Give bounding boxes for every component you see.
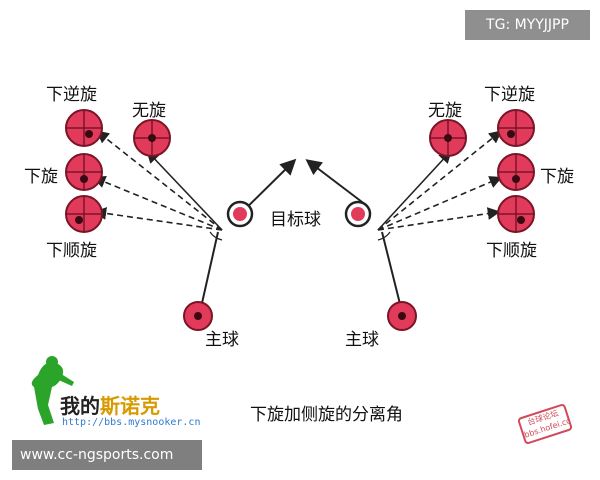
right-target-ball xyxy=(344,200,372,228)
right-side-path xyxy=(377,207,501,231)
left-none-ball xyxy=(133,119,171,157)
label-right-back: 下旋 xyxy=(540,167,574,187)
left-side-ball xyxy=(65,195,103,233)
diagram-caption: 下旋加侧旋的分离角 xyxy=(250,405,403,425)
logo-url: http://bbs.mysnooker.cn xyxy=(62,417,201,428)
left-topspin-ball xyxy=(65,109,103,147)
left-back-ball xyxy=(65,153,103,191)
right-target-path xyxy=(305,159,367,206)
right-topspin-path xyxy=(377,130,502,231)
right-contact-arc xyxy=(377,231,391,241)
right-side-ball xyxy=(497,195,535,233)
left-topspin-path xyxy=(95,130,223,231)
label-left-none: 无旋 xyxy=(132,101,166,121)
right-none-path xyxy=(377,150,452,231)
left-group: 下逆旋 无旋 下旋 下顺旋 主球 xyxy=(24,85,297,350)
logo-text-b: 斯诺克 xyxy=(100,394,160,418)
left-target-ball xyxy=(226,200,254,228)
right-group: 无旋 下逆旋 下旋 下顺旋 主球 xyxy=(305,85,574,350)
label-target: 目标球 xyxy=(270,210,321,230)
label-left-cue: 主球 xyxy=(205,330,239,350)
label-right-cue: 主球 xyxy=(345,330,379,350)
right-cue-ball xyxy=(387,301,417,331)
left-contact-arc xyxy=(209,231,223,241)
left-cue-ball xyxy=(183,301,213,331)
right-topspin-ball xyxy=(497,109,535,147)
right-none-ball xyxy=(429,119,467,157)
right-back-ball xyxy=(497,153,535,191)
right-cue-path xyxy=(381,231,403,313)
label-left-side: 下顺旋 xyxy=(46,241,97,261)
label-right-none: 无旋 xyxy=(428,101,462,121)
logo-text-a: 我的 xyxy=(60,394,100,418)
left-cue-path xyxy=(199,231,219,313)
left-side-path xyxy=(93,207,223,231)
right-back-path xyxy=(377,176,503,231)
logo-title: 我的斯诺克 xyxy=(60,390,160,419)
left-back-path xyxy=(92,175,223,231)
label-left-topspin: 下逆旋 xyxy=(46,85,97,105)
site-url-bar: www.cc-ngsports.com xyxy=(12,440,202,470)
logo-player-icon xyxy=(31,356,74,425)
label-right-topspin: 下逆旋 xyxy=(484,85,535,105)
label-left-back: 下旋 xyxy=(24,167,58,187)
left-none-path xyxy=(146,150,223,231)
label-right-side: 下顺旋 xyxy=(486,241,537,261)
watermark-tag: TG: MYYJJPP xyxy=(465,10,590,40)
